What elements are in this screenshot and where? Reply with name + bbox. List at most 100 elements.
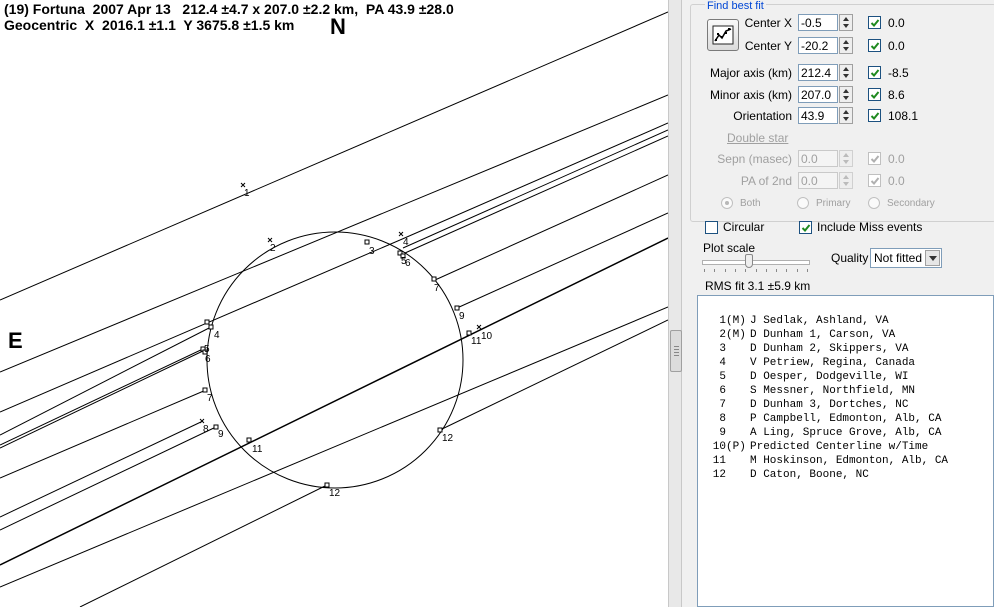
center-x-result: 0.0 (888, 16, 905, 30)
chord-label-c7l: 7 (207, 393, 213, 404)
scrollbar-thumb[interactable] (670, 330, 682, 372)
chord-label-c2: 2 (270, 243, 276, 254)
minor-axis-label: Minor axis (km) (709, 88, 792, 102)
sepn-input[interactable]: 0.0 (798, 150, 838, 167)
find-fit-button[interactable] (707, 19, 739, 51)
center-y-result: 0.0 (888, 39, 905, 53)
check-icon (870, 19, 880, 27)
center-y-spinner[interactable] (839, 37, 853, 54)
asteroid-profile-ellipse (206, 231, 464, 489)
plot-scale-thumb[interactable] (745, 254, 753, 268)
chord-label-c9r: 9 (459, 311, 465, 322)
chord-label-c10: 10 (481, 331, 493, 342)
center-y-label: Center Y (744, 39, 792, 53)
major-axis-input[interactable]: 212.4 (798, 64, 838, 81)
group-title: Find best fit (705, 0, 766, 12)
radio-primary[interactable] (797, 197, 809, 209)
sepn-checkbox[interactable] (868, 152, 881, 165)
splitter-scrollbar[interactable] (668, 0, 682, 607)
circular-checkbox[interactable] (705, 221, 718, 234)
observer-name: A Ling, Spruce Grove, Alb, CA (750, 427, 942, 439)
minor-axis-spinner[interactable] (839, 86, 853, 103)
rms-fit-text: RMS fit 3.1 ±5.9 km (705, 279, 811, 293)
event-marker (213, 424, 219, 430)
major-axis-label: Major axis (km) (709, 66, 792, 80)
miss-marker (199, 418, 205, 424)
chord-label-c9l: 9 (218, 429, 224, 440)
chord-line (0, 306, 668, 588)
chord-label-c7r: 7 (434, 283, 440, 294)
chord-label-c5l: 5 (204, 344, 210, 355)
orientation-checkbox[interactable] (868, 109, 881, 122)
observer-list[interactable]: 1(M)J Sedlak, Ashland, VA 2(M)D Dunham 1… (697, 295, 994, 607)
pa-2nd-checkbox[interactable] (868, 174, 881, 187)
radio-secondary-label: Secondary (887, 198, 935, 209)
list-item[interactable]: 1(M)J Sedlak, Ashland, VA (698, 300, 888, 327)
observer-name: Predicted Centerline w/Time (750, 441, 929, 453)
center-x-label: Center X (744, 16, 792, 30)
quality-select[interactable]: Not fitted (870, 248, 942, 268)
center-y-checkbox[interactable] (868, 39, 881, 52)
radio-secondary[interactable] (868, 197, 880, 209)
orientation-spinner[interactable] (839, 107, 853, 124)
observer-number: 1 (719, 315, 726, 327)
chord-label-c4r: 4 (403, 237, 409, 248)
event-marker (208, 324, 214, 330)
observer-number: 2 (719, 329, 726, 341)
list-item[interactable]: 3 D Dunham 2, Skippers, VA (698, 328, 908, 355)
pa-2nd-result: 0.0 (888, 174, 905, 188)
chord-line (439, 319, 668, 431)
chord-line (0, 239, 401, 413)
minor-axis-input[interactable]: 207.0 (798, 86, 838, 103)
chevron-down-icon[interactable] (925, 250, 940, 266)
find-best-fit-group: Find best fit (690, 0, 994, 222)
event-marker (454, 305, 460, 311)
observer-number: 3 (719, 343, 726, 355)
major-axis-spinner[interactable] (839, 64, 853, 81)
event-marker (466, 330, 472, 336)
radio-both[interactable] (721, 197, 733, 209)
center-x-spinner[interactable] (839, 14, 853, 31)
pa-2nd-input[interactable]: 0.0 (798, 172, 838, 189)
east-indicator: E (8, 328, 23, 353)
sepn-spinner[interactable] (839, 150, 853, 167)
center-x-checkbox[interactable] (868, 16, 881, 29)
chord-label-c8l: 8 (203, 424, 209, 435)
center-y-input[interactable]: -20.2 (798, 37, 838, 54)
chord-label-c3: 3 (369, 246, 375, 257)
include-miss-checkbox[interactable] (799, 221, 812, 234)
chord-label-c11r: 11 (471, 336, 482, 347)
observer-number: 8 (719, 413, 726, 425)
chord-label-c11l: 11 (252, 444, 263, 455)
list-item[interactable]: 2(M)D Dunham 1, Carson, VA (698, 314, 895, 341)
list-item[interactable]: 10(P)Predicted Centerline w/Time (698, 426, 928, 453)
event-marker (246, 437, 252, 443)
observer-name: D Dunham 2, Skippers, VA (750, 343, 909, 355)
observer-number: 6 (719, 385, 726, 397)
chord-line (456, 212, 668, 309)
sepn-label: Sepn (masec) (717, 152, 792, 166)
orientation-input[interactable]: 43.9 (798, 107, 838, 124)
pa-2nd-spinner[interactable] (839, 172, 853, 189)
double-star-link[interactable]: Double star (727, 131, 789, 145)
minor-axis-checkbox[interactable] (868, 88, 881, 101)
orientation-result: 108.1 (888, 109, 919, 123)
miss-marker (267, 237, 273, 243)
plot-scale-slider[interactable] (702, 254, 810, 272)
quality-label: Quality (831, 251, 869, 265)
center-x-input[interactable]: -0.5 (798, 14, 838, 31)
chord-label-c4l: 4 (214, 330, 220, 341)
major-axis-checkbox[interactable] (868, 66, 881, 79)
observer-number: 5 (719, 371, 726, 383)
major-axis-result: -8.5 (888, 66, 909, 80)
